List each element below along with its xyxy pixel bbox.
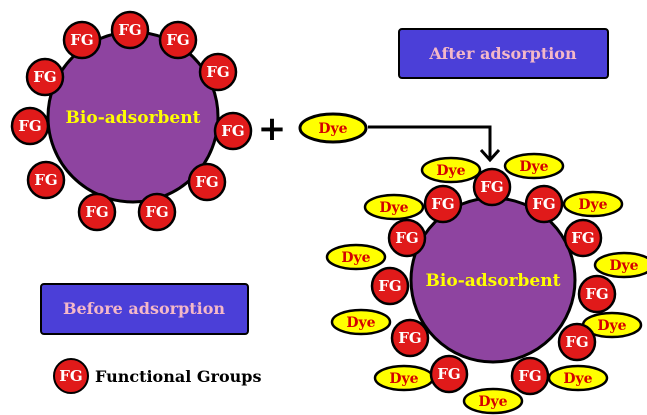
dye-after-7: Dye	[330, 308, 392, 336]
svg-text:FG: FG	[518, 367, 541, 385]
svg-text:Dye: Dye	[341, 250, 370, 266]
svg-text:Dye: Dye	[389, 371, 418, 387]
legend-description: Functional Groups	[95, 367, 261, 386]
after-adsorption-label: After adsorption	[428, 44, 577, 63]
svg-text:FG: FG	[221, 122, 244, 140]
svg-text:FG: FG	[33, 68, 56, 86]
svg-text:FG: FG	[206, 63, 229, 81]
svg-text:FG: FG	[532, 195, 555, 213]
plus-sign: +	[258, 109, 287, 149]
bio-adsorbent-label-before: Bio-adsorbent	[66, 108, 201, 128]
svg-text:FG: FG	[378, 277, 401, 295]
fg-after-4: FG	[387, 218, 427, 258]
dye-after-5: Dye	[325, 243, 387, 271]
svg-text:Dye: Dye	[563, 371, 592, 387]
fg-before-3: FG	[158, 20, 198, 60]
fg-before-6: FG	[10, 106, 50, 146]
svg-text:FG: FG	[398, 329, 421, 347]
svg-text:Dye: Dye	[597, 318, 626, 334]
svg-text:Dye: Dye	[379, 200, 408, 216]
svg-text:FG: FG	[85, 203, 108, 221]
before-adsorption-box: Before adsorption	[40, 283, 249, 335]
fg-after-6: FG	[370, 266, 410, 306]
legend-fg-marker	[53, 358, 89, 394]
fg-before-1: FG	[62, 20, 102, 60]
dye-after-2: Dye	[503, 152, 565, 180]
svg-text:FG: FG	[118, 21, 141, 39]
svg-text:Dye: Dye	[346, 315, 375, 331]
legend: FG Functional Groups	[53, 358, 261, 394]
svg-text:Dye: Dye	[519, 159, 548, 175]
fg-after-11: FG	[510, 356, 550, 396]
svg-text:FG: FG	[585, 285, 608, 303]
dye-after-6: Dye	[593, 251, 647, 279]
svg-text:FG: FG	[70, 31, 93, 49]
dye-after-9: Dye	[373, 364, 435, 392]
dye-after-10: Dye	[547, 364, 609, 392]
svg-text:FG: FG	[34, 171, 57, 189]
fg-after-8: FG	[390, 318, 430, 358]
fg-before-4: FG	[25, 57, 65, 97]
legend-fg-label: FG	[59, 367, 82, 385]
fg-before-11: FG	[137, 192, 177, 232]
svg-text:FG: FG	[195, 173, 218, 191]
free-dye-label: Dye	[318, 121, 347, 137]
fg-after-7: FG	[577, 274, 617, 314]
functional-groups-before: FG FG FG FG FG FG FG FG FG FG FG	[10, 10, 253, 232]
svg-text:FG: FG	[145, 203, 168, 221]
bio-adsorbent-label-after: Bio-adsorbent	[426, 271, 561, 291]
svg-text:FG: FG	[166, 31, 189, 49]
after-adsorption-box: After adsorption	[398, 28, 609, 79]
svg-text:FG: FG	[18, 117, 41, 135]
fg-after-2: FG	[423, 184, 463, 224]
svg-text:Dye: Dye	[436, 163, 465, 179]
svg-text:Dye: Dye	[609, 258, 638, 274]
svg-text:FG: FG	[480, 178, 503, 196]
fg-before-2: FG	[110, 10, 150, 50]
fg-before-7: FG	[213, 111, 253, 151]
functional-groups-after: FG FG FG FG FG FG FG FG FG FG FG	[370, 167, 617, 396]
svg-text:FG: FG	[571, 229, 594, 247]
fg-after-3: FG	[524, 184, 564, 224]
before-adsorption-label: Before adsorption	[63, 299, 225, 318]
svg-text:FG: FG	[437, 365, 460, 383]
dye-after-11: Dye	[462, 387, 524, 415]
reaction-arrow	[368, 125, 501, 163]
svg-text:FG: FG	[395, 229, 418, 247]
svg-text:Dye: Dye	[478, 394, 507, 410]
dye-after-4: Dye	[562, 190, 624, 218]
dye-after-3: Dye	[363, 193, 425, 221]
before-assembly: Bio-adsorbent FG FG FG FG FG FG FG FG FG FG FG	[10, 10, 253, 232]
svg-text:FG: FG	[431, 195, 454, 213]
svg-text:FG: FG	[565, 333, 588, 351]
fg-before-5: FG	[198, 52, 238, 92]
free-dye-molecule: Dye	[298, 112, 368, 144]
fg-after-5: FG	[563, 218, 603, 258]
fg-after-10: FG	[429, 354, 469, 394]
fg-after-9: FG	[557, 322, 597, 362]
fg-before-8: FG	[26, 160, 66, 200]
fg-before-10: FG	[77, 192, 117, 232]
fg-before-9: FG	[187, 162, 227, 202]
dye-after-1: Dye	[420, 156, 482, 184]
svg-text:Dye: Dye	[578, 197, 607, 213]
fg-after-1: FG	[472, 167, 512, 207]
